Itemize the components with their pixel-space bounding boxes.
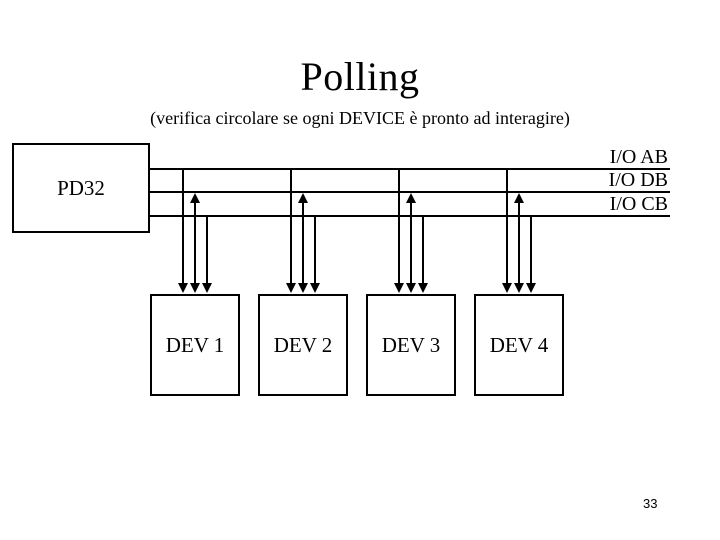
arrow-db-dev1-bidirectional: [190, 193, 200, 293]
io-db-bus-label: I/O DB: [608, 169, 668, 191]
arrow-cb-to-dev1: [202, 217, 212, 293]
device-label: DEV 4: [489, 332, 549, 357]
arrow-cb-to-dev3: [418, 217, 428, 293]
io-db-bus-line: [150, 191, 670, 193]
io-ab-bus-label: I/O AB: [609, 146, 668, 168]
device-box-dev1: DEV 1: [150, 294, 240, 396]
arrow-ab-to-dev1: [178, 168, 188, 293]
device-label: DEV 1: [165, 332, 225, 357]
io-cb-bus-label: I/O CB: [609, 193, 668, 215]
slide-subtitle: (verifica circolare se ogni DEVICE è pro…: [150, 108, 570, 128]
processor-box: PD32: [12, 143, 150, 233]
arrow-ab-to-dev2: [286, 168, 296, 293]
arrow-cb-to-dev2: [310, 217, 320, 293]
page-number: 33: [643, 496, 658, 511]
device-label: DEV 3: [381, 332, 441, 357]
io-ab-bus-line: [150, 168, 670, 170]
device-box-dev2: DEV 2: [258, 294, 348, 396]
device-box-dev3: DEV 3: [366, 294, 456, 396]
arrow-ab-to-dev4: [502, 168, 512, 293]
arrow-db-dev3-bidirectional: [406, 193, 416, 293]
device-label: DEV 2: [273, 332, 333, 357]
device-box-dev4: DEV 4: [474, 294, 564, 396]
arrow-cb-to-dev4: [526, 217, 536, 293]
arrow-db-dev2-bidirectional: [298, 193, 308, 293]
arrow-ab-to-dev3: [394, 168, 404, 293]
processor-label: PD32: [57, 175, 105, 200]
slide-title: Polling: [300, 54, 420, 99]
arrow-db-dev4-bidirectional: [514, 193, 524, 293]
